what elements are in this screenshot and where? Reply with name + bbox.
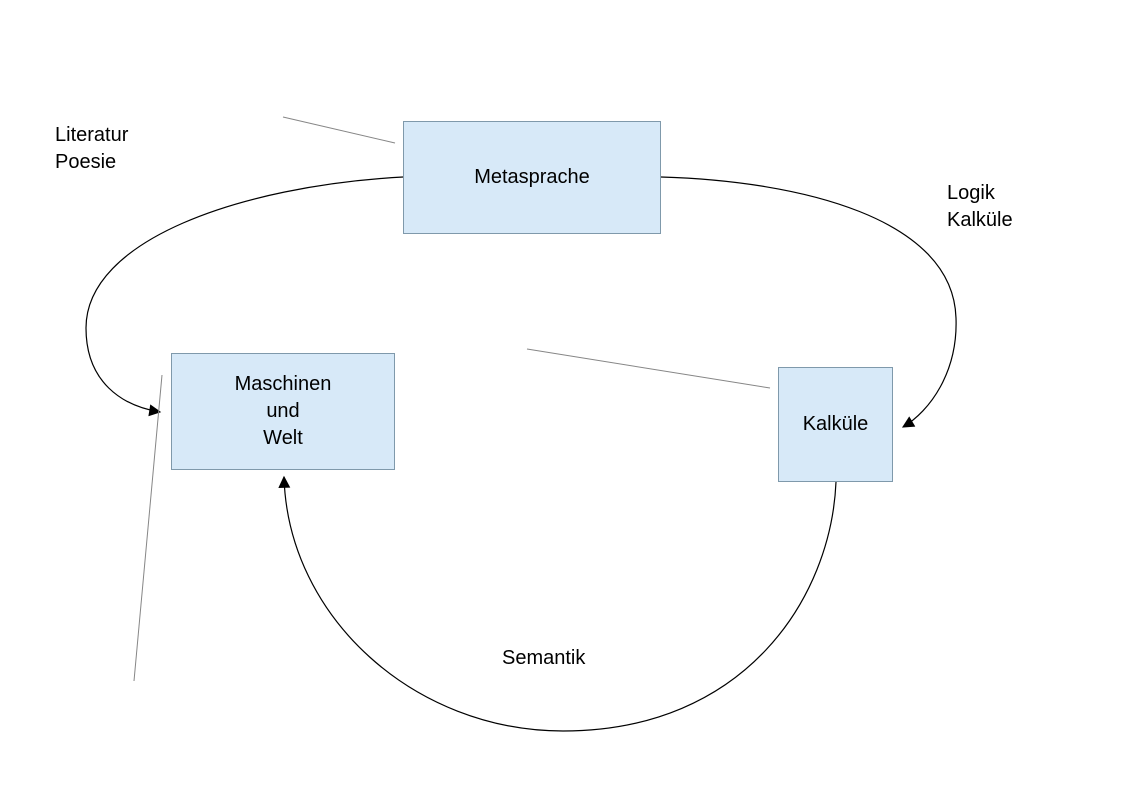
box-maschinen-und-welt: Maschinen und Welt	[171, 353, 395, 470]
label-logik-line-1: Logik	[947, 182, 995, 204]
leader-line-maschinen	[133, 374, 163, 682]
arrow-metasprache-to-kalkuele	[660, 176, 957, 428]
arrow-kalkuele-to-maschinen	[278, 475, 837, 732]
label-logik-line-2: Kalküle	[947, 209, 1013, 231]
box-maschinen-line-3: Welt	[263, 427, 303, 449]
label-logik-kalkuele: Logik Kalküle	[947, 180, 1013, 234]
leader-line-metasprache	[282, 116, 396, 144]
label-literatur-poesie: Literatur Poesie	[55, 122, 128, 176]
label-literatur-line-2: Poesie	[55, 151, 117, 173]
box-kalkuele-label: Kalküle	[802, 413, 869, 435]
box-maschinen-line-1: Maschinen	[234, 373, 332, 395]
label-literatur-line-1: Literatur	[55, 124, 129, 146]
leader-line-kalkuele	[526, 348, 771, 389]
arrow-metasprache-to-maschinen	[85, 176, 404, 417]
label-semantik-line-1: Semantik	[502, 647, 586, 669]
label-semantik: Semantik	[502, 645, 585, 672]
box-metasprache: Metasprache	[403, 121, 661, 234]
box-kalkuele: Kalküle	[778, 367, 893, 482]
box-maschinen-line-2: und	[266, 400, 300, 422]
box-metasprache-label: Metasprache	[474, 166, 590, 188]
